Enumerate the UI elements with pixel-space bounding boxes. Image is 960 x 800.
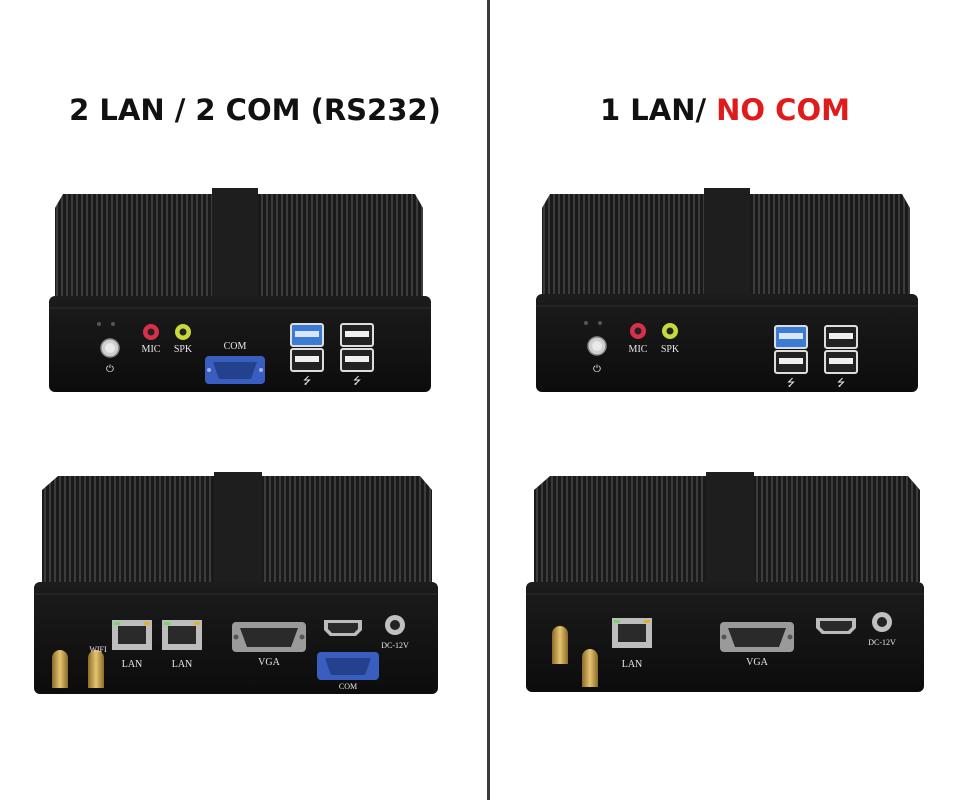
right-rear-device: LAN VGA DC-12V bbox=[520, 472, 930, 697]
heatsink-center-groove bbox=[212, 188, 258, 296]
front-panel bbox=[49, 296, 431, 392]
left-rear-device: WIFI LAN LAN VGA DC-12V COM bbox=[28, 472, 443, 697]
heatsink-center-groove bbox=[706, 472, 754, 582]
power-icon: ⏻ bbox=[106, 364, 114, 375]
right-front-device: ⏻ MIC SPK ⭍ ⭍ bbox=[532, 188, 922, 398]
led-indicator bbox=[584, 321, 588, 325]
dc-label: DC-12V bbox=[868, 638, 896, 647]
power-icon: ⏻ bbox=[593, 364, 601, 375]
wifi-antenna-connector bbox=[582, 657, 598, 687]
spk-label: SPK bbox=[661, 344, 680, 355]
dc-label: DC-12V bbox=[381, 641, 409, 650]
wifi-antenna-connector bbox=[88, 658, 104, 688]
usb-icon: ⭍ bbox=[837, 377, 845, 389]
left-title-text: 2 LAN / 2 COM (RS232) bbox=[69, 93, 441, 127]
vga-label: VGA bbox=[746, 657, 768, 668]
lan-label: LAN bbox=[622, 659, 643, 670]
usb-icon: ⭍ bbox=[787, 377, 795, 389]
right-title-highlight: NO COM bbox=[716, 93, 850, 127]
mic-label: MIC bbox=[629, 344, 648, 355]
heatsink-center-groove bbox=[214, 472, 262, 582]
center-divider bbox=[487, 0, 490, 800]
usb-icon: ⭍ bbox=[353, 375, 361, 387]
mic-label: MIC bbox=[142, 344, 161, 355]
wifi-antenna-connector bbox=[552, 634, 568, 664]
led-indicator bbox=[111, 322, 115, 326]
led-indicator bbox=[97, 322, 101, 326]
lan1-label: LAN bbox=[122, 659, 143, 670]
left-variant-title: 2 LAN / 2 COM (RS232) bbox=[40, 86, 470, 134]
spk-label: SPK bbox=[174, 344, 193, 355]
heatsink-center-groove bbox=[704, 188, 750, 294]
vga-label: VGA bbox=[258, 657, 280, 668]
led-indicator bbox=[598, 321, 602, 325]
wifi-antenna-connector bbox=[52, 658, 68, 688]
front-panel bbox=[536, 294, 918, 392]
com-label: COM bbox=[339, 682, 357, 691]
right-variant-title: 1 LAN/ NO COM bbox=[500, 86, 950, 134]
com-label: COM bbox=[224, 341, 247, 352]
lan2-label: LAN bbox=[172, 659, 193, 670]
usb-icon: ⭍ bbox=[303, 375, 311, 387]
right-title-text: 1 LAN/ bbox=[600, 93, 717, 127]
left-front-device: ⏻ MIC SPK COM ⭍ ⭍ bbox=[45, 188, 435, 393]
wifi-label: WIFI bbox=[89, 645, 107, 654]
